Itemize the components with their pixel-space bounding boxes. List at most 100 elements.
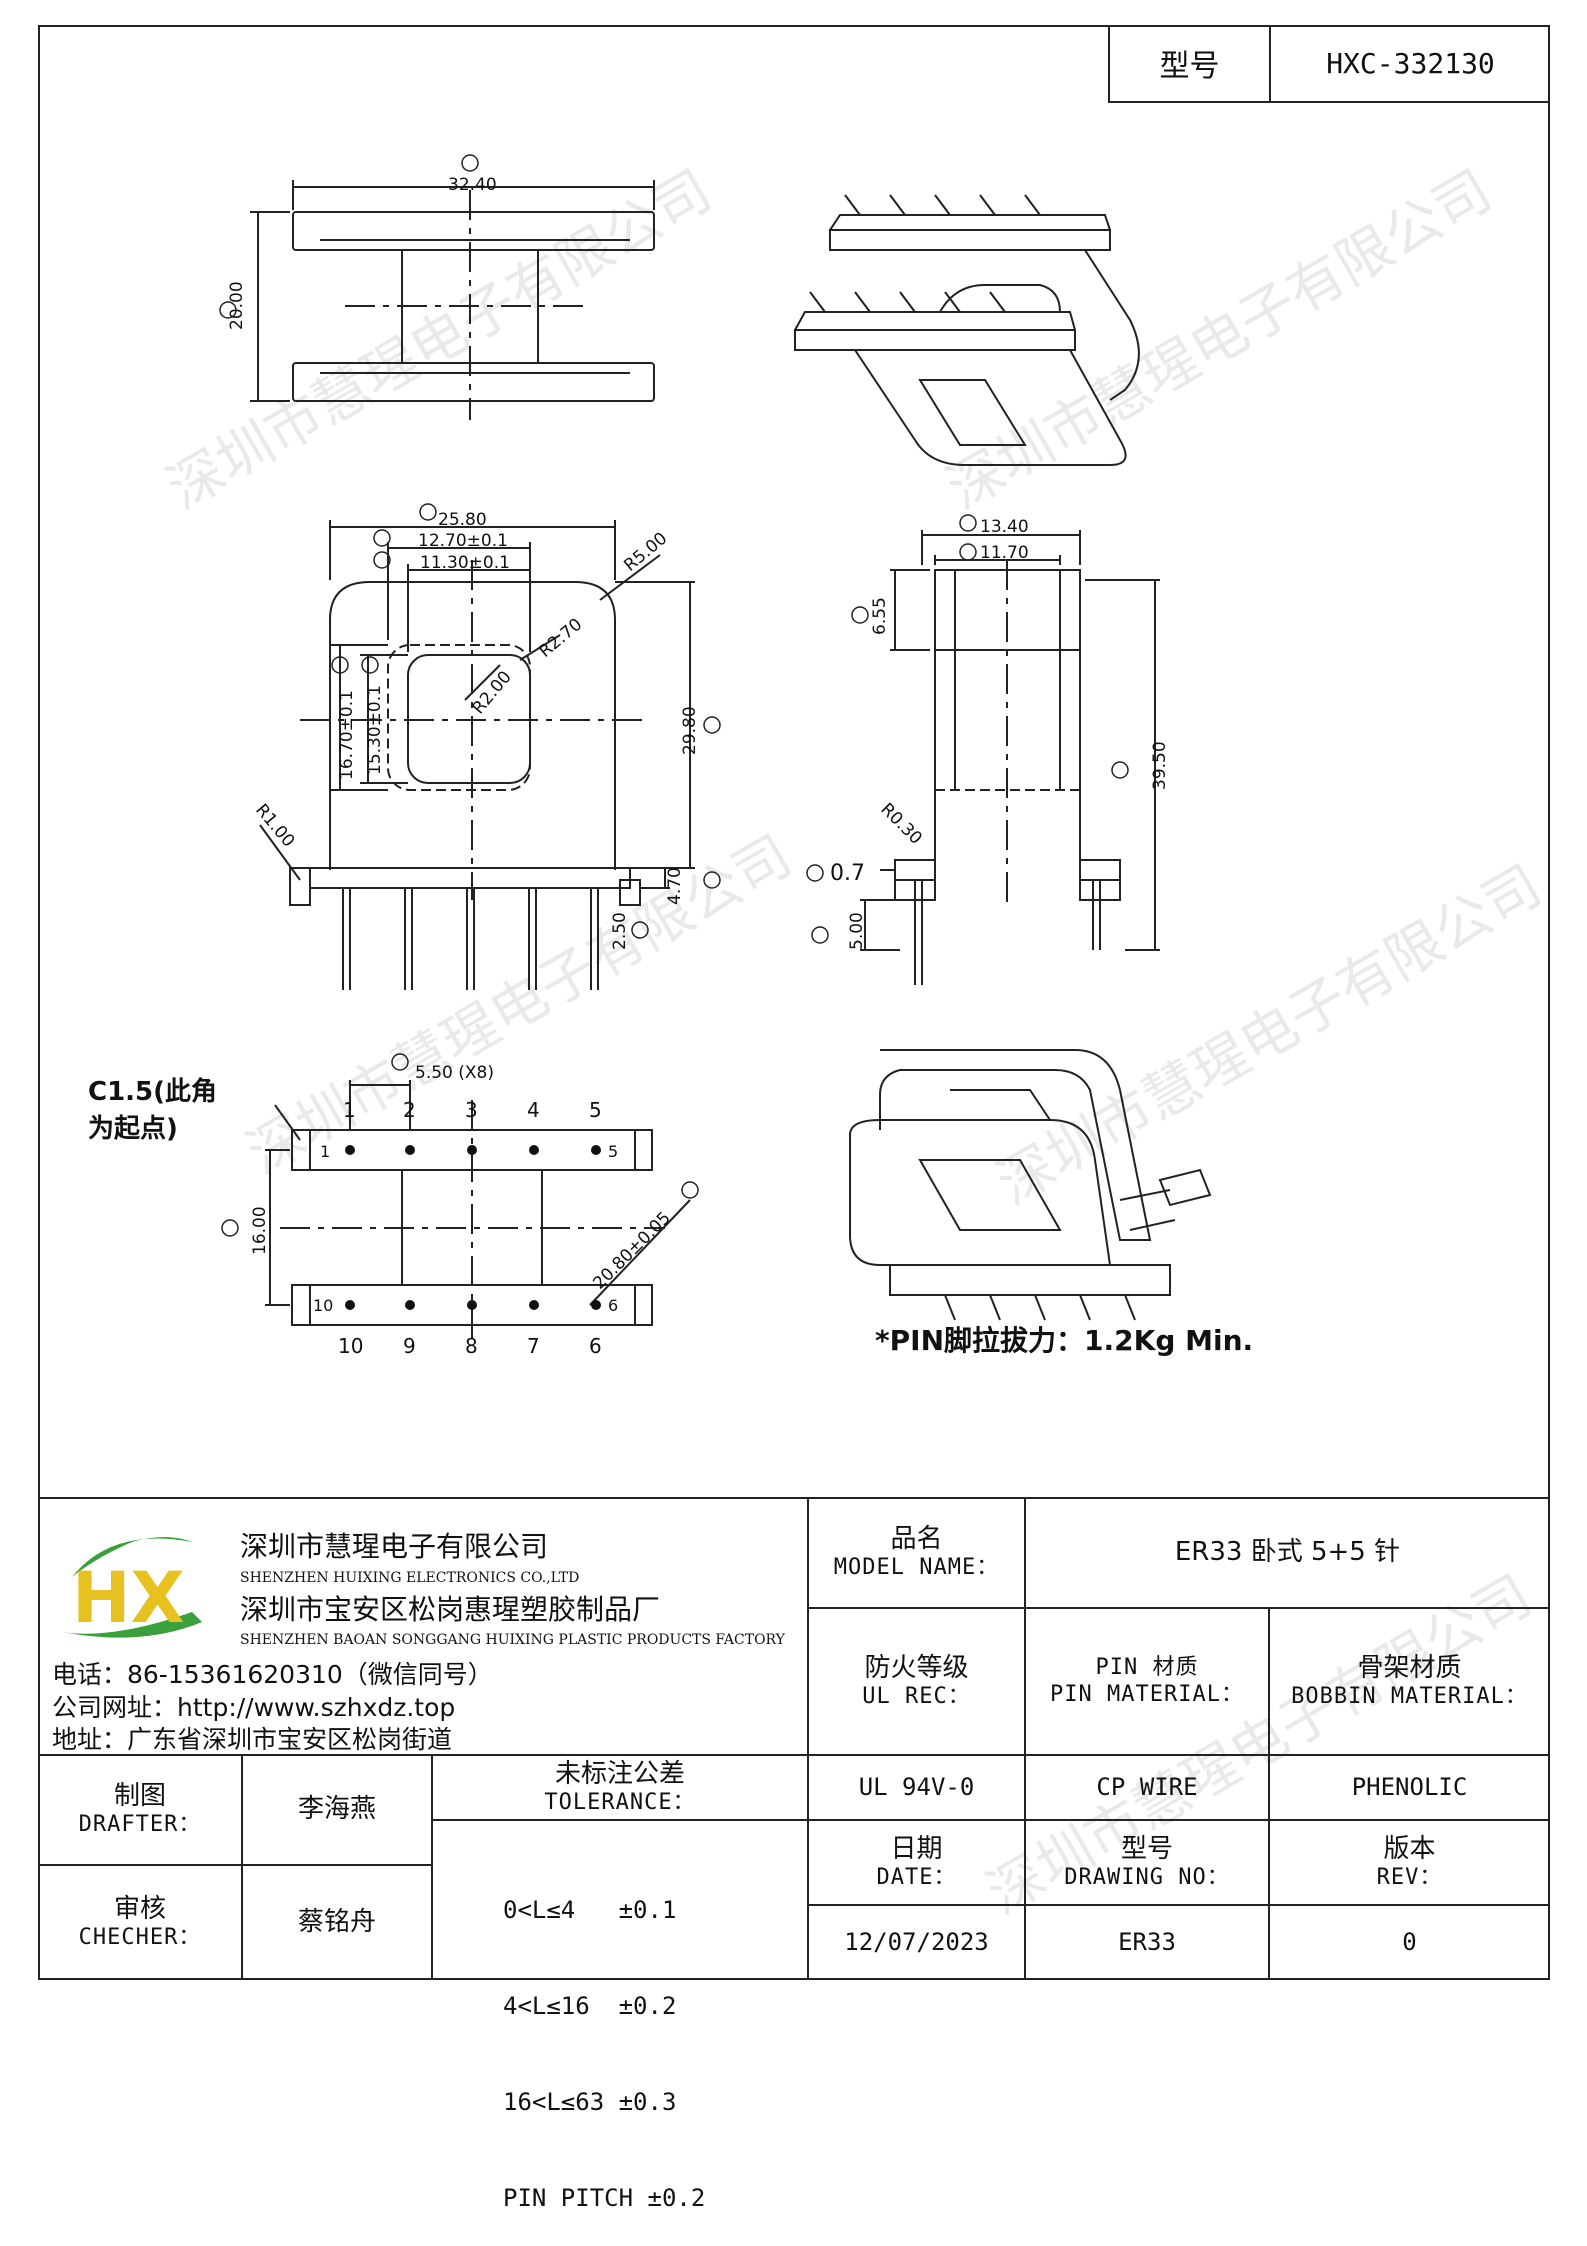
label-en: REV： [1376, 1864, 1443, 1890]
side-view [860, 530, 1160, 985]
label-en: CHECHER： [78, 1924, 202, 1950]
pin-number: 8 [465, 1334, 478, 1358]
label-en: DRAFTER： [78, 1812, 202, 1838]
company-logo: HX [52, 1522, 212, 1642]
ul-value-text: UL 94V-0 [858, 1773, 975, 1802]
label-cn: 骨架材质 [1357, 1652, 1462, 1683]
dim-text: 39.50 [1150, 741, 1170, 790]
rev-value: 0 [1269, 1905, 1550, 1980]
pin-number: 6 [589, 1334, 602, 1358]
factory-name-cn: 深圳市宝安区松岗惠瑆塑胶制品厂 [240, 1593, 661, 1626]
label-en: BOBBIN MATERIAL： [1291, 1683, 1528, 1709]
dim-text: 11.30±0.1 [420, 553, 510, 573]
checker-name: 蔡铭舟 [297, 1906, 376, 1937]
bottom-view [265, 1080, 691, 1345]
drawing-no-text: ER33 [1118, 1928, 1176, 1957]
pull-force-note: *PIN脚拉拔力：1.2Kg Min. [875, 1324, 1253, 1357]
pin-label: 10 [313, 1296, 333, 1315]
pin-number: 7 [527, 1334, 540, 1358]
pin-markers [345, 1145, 601, 1310]
label-cn: 日期 [890, 1833, 943, 1864]
dim-text: 11.70 [980, 543, 1029, 563]
dim-text: 12.70±0.1 [418, 531, 508, 551]
drafter-label: 制图 DRAFTER： [38, 1755, 242, 1865]
model-name-label: 品名 MODEL NAME： [808, 1498, 1025, 1608]
drafter-value: 李海燕 [242, 1755, 432, 1865]
company-name-cn: 深圳市慧瑆电子有限公司 [240, 1530, 549, 1563]
dim-text: 0.7 [830, 861, 865, 886]
label-cn: 审核 [113, 1893, 166, 1924]
title-block-grid [38, 1497, 1550, 1980]
tolerance-line: 4<L≤16 ±0.2 [503, 1992, 677, 2020]
label-en: TOLERANCE： [544, 1789, 696, 1815]
website[interactable]: 公司网址：http://www.szhxdz.top [52, 1693, 456, 1722]
technical-drawing: 32.40 20.00 25.80 12.70±0.1 11.30±0.1 R5… [88, 154, 1253, 1358]
pin-number: 2 [403, 1098, 416, 1122]
tolerance-label: 未标注公差 TOLERANCE： [432, 1755, 808, 1820]
drawing-sheet [38, 25, 1550, 1980]
label-cn: 版本 [1383, 1833, 1436, 1864]
checker-label: 审核 CHECHER： [38, 1865, 242, 1980]
dim-text: 32.40 [448, 175, 497, 195]
drawing-no-value: ER33 [1025, 1905, 1269, 1980]
pin-label: 6 [608, 1296, 618, 1315]
tolerance-line: 0<L≤4 ±0.1 [503, 1896, 677, 1924]
phone: 电话：86-15361620310（微信同号） [52, 1660, 493, 1689]
label-en: UL REC： [862, 1683, 971, 1709]
dim-text: 15.30±0.1 [365, 685, 385, 775]
model-value: HXC-332130 [1326, 46, 1495, 80]
company-name-en: SHENZHEN HUIXING ELECTRONICS CO.,LTD [240, 1570, 580, 1586]
iso-view-2 [849, 1049, 1212, 1321]
pin-value-text: CP WIRE [1096, 1773, 1198, 1802]
dim-text: 6.55 [870, 597, 890, 635]
dim-text: 20.00 [227, 281, 247, 330]
address: 地址：广东省深圳市宝安区松岗街道 [52, 1725, 453, 1754]
pin-number: 5 [589, 1098, 602, 1122]
top-view [250, 180, 655, 420]
label-cn: 防火等级 [864, 1652, 969, 1683]
dim-text: 2.50 [610, 912, 630, 950]
dim-text: 5.50 (X8) [415, 1063, 494, 1083]
dim-text: 5.00 [847, 912, 867, 950]
factory-name-en: SHENZHEN BAOAN SONGGANG HUIXING PLASTIC … [240, 1632, 785, 1648]
ul-value: UL 94V-0 [808, 1755, 1025, 1820]
pin-label: 5 [608, 1142, 618, 1161]
pin-number: 9 [403, 1334, 416, 1358]
tolerance-line: PIN PITCH ±0.2 [503, 2184, 706, 2212]
drawing-no-label: 型号 DRAWING NO： [1025, 1820, 1269, 1905]
label-cn: 制图 [113, 1781, 166, 1812]
bobbin-material-label: 骨架材质 BOBBIN MATERIAL： [1269, 1608, 1550, 1755]
pin-number: 1 [343, 1098, 356, 1122]
model-name-value: ER33 卧式 5+5 针 [1025, 1498, 1550, 1608]
pin-number: 4 [527, 1098, 540, 1122]
drafter-name: 李海燕 [297, 1794, 376, 1825]
logo-text: HX [72, 1557, 185, 1639]
dim-text: 29.80 [680, 706, 700, 755]
label-cn: 未标注公差 [554, 1758, 685, 1789]
label-cn: 型号 [1120, 1833, 1173, 1864]
label-en: MODEL NAME： [833, 1555, 1000, 1581]
pin-number: 3 [465, 1098, 478, 1122]
label-en: DRAWING NO： [1064, 1864, 1230, 1890]
date-value: 12/07/2023 [808, 1905, 1025, 1980]
bobbin-value-text: PHENOLIC [1351, 1773, 1468, 1802]
c15-note: 为起点) [88, 1113, 178, 1144]
date-label: 日期 DATE： [808, 1820, 1025, 1905]
pin-material-value: CP WIRE [1025, 1755, 1269, 1820]
label-cn: PIN 材质 [1095, 1655, 1199, 1681]
pin-label: 1 [320, 1142, 330, 1161]
date-text: 12/07/2023 [844, 1928, 989, 1957]
dim-text: 16.00 [250, 1206, 270, 1255]
model-label: 型号 [1110, 25, 1271, 101]
rev-label: 版本 REV： [1269, 1820, 1550, 1905]
model-name-text: ER33 卧式 5+5 针 [1174, 1537, 1401, 1568]
label-en: DATE： [876, 1864, 957, 1890]
label-cn: 品名 [890, 1524, 943, 1555]
c15-note: C1.5(此角 [88, 1076, 217, 1107]
tolerance-line: 16<L≤63 ±0.3 [503, 2088, 677, 2116]
label-en: PIN MATERIAL： [1050, 1681, 1244, 1707]
checker-value: 蔡铭舟 [242, 1865, 432, 1980]
ul-rec-label: 防火等级 UL REC： [808, 1608, 1025, 1755]
dim-text: 25.80 [438, 510, 487, 530]
dim-text: 13.40 [980, 517, 1029, 537]
